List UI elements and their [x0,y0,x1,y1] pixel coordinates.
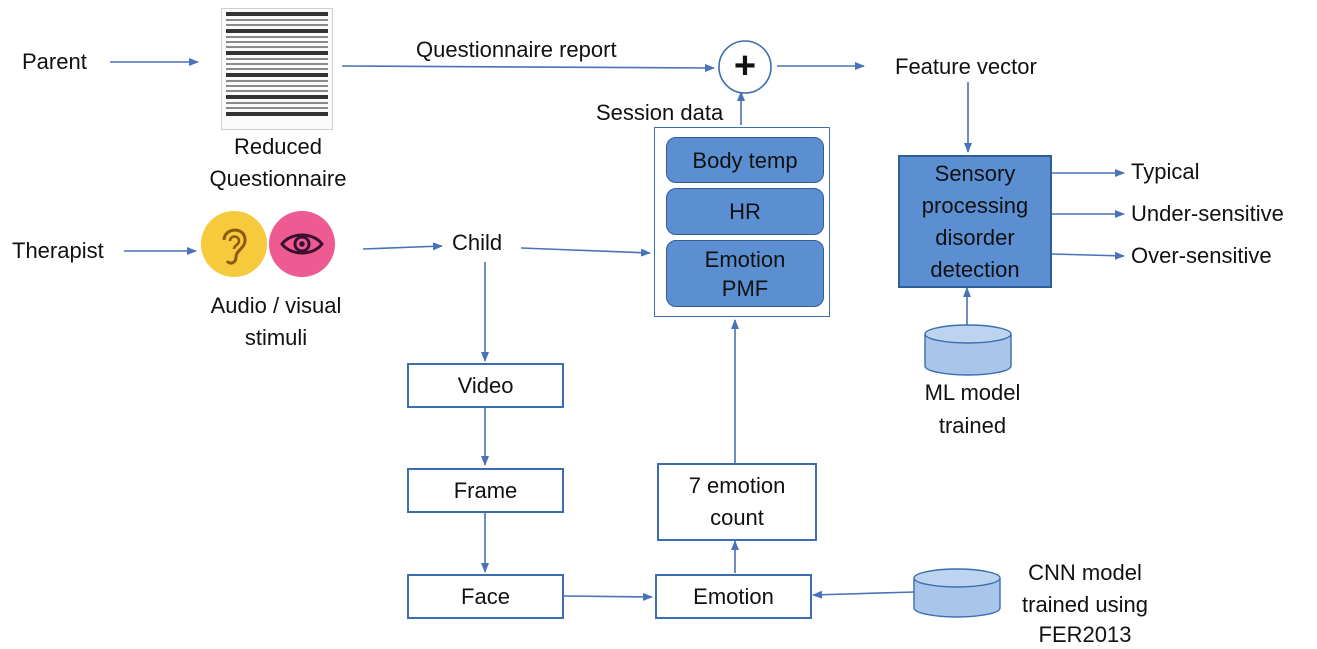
emotion-count-box: 7 emotion count [657,463,817,541]
session-data-label: Session data [596,100,724,125]
classifier-box: Sensory processing disorder detection [898,155,1052,288]
arrow-questionnaire-combine [341,63,715,72]
emotion-pmf-line1: Emotion [704,246,786,272]
emotion-pmf-line2: PMF [721,275,769,301]
emotion-count-line1: 7 emotion [688,473,786,498]
emotion-box: Emotion [655,574,812,619]
output-typical: Typical [1131,159,1200,184]
cnn-caption-1: CNN model [1028,560,1142,585]
emotion-pmf-block: Emotion PMF [666,240,824,307]
classifier-line1: Sensory [934,160,1016,186]
ml-model-caption-1: ML model [924,380,1021,405]
cnn-caption-3: FER2013 [1038,622,1132,647]
arrow-output-over [1051,251,1125,260]
hr-block: HR [666,188,824,235]
video-box: Video [407,363,564,408]
stimuli-caption-2: stimuli [244,325,308,350]
classifier-line4: detection [930,256,1020,282]
therapist-label: Therapist [12,238,104,263]
body-temp-block: Body temp [666,137,824,183]
emotion-count-line2: count [710,505,764,530]
emotion-box-label: Emotion [693,583,774,609]
questionnaire-caption-1: Reduced [233,134,323,159]
combine-node [718,40,772,94]
arrow-stimuli-child [362,242,443,251]
arrow-cnn-emotion [812,590,915,599]
questionnaire-report-label: Questionnaire report [416,37,617,62]
ml-model-caption-2: trained [938,413,1007,438]
ear-icon [201,211,267,277]
eye-icon [269,211,335,277]
output-under-sensitive: Under-sensitive [1131,201,1284,226]
parent-label: Parent [22,49,87,74]
cnn-database-icon [913,568,1001,618]
combine-symbol: + [733,45,757,87]
arrow-child-session [520,247,651,257]
ml-database-icon [924,324,1012,376]
classifier-line3: disorder [935,224,1015,250]
cnn-caption-2: trained using [1022,592,1148,617]
stimuli-caption-1: Audio / visual [210,293,342,318]
questionnaire-caption-2: Questionnaire [209,166,347,191]
frame-box: Frame [407,468,564,513]
feature-vector-label: Feature vector [895,54,1037,79]
questionnaire-document-icon [221,8,333,130]
arrow-face-emotion [563,592,653,601]
output-over-sensitive: Over-sensitive [1131,243,1272,268]
child-label: Child [452,230,503,255]
classifier-line2: processing [921,192,1029,218]
face-box: Face [407,574,564,619]
